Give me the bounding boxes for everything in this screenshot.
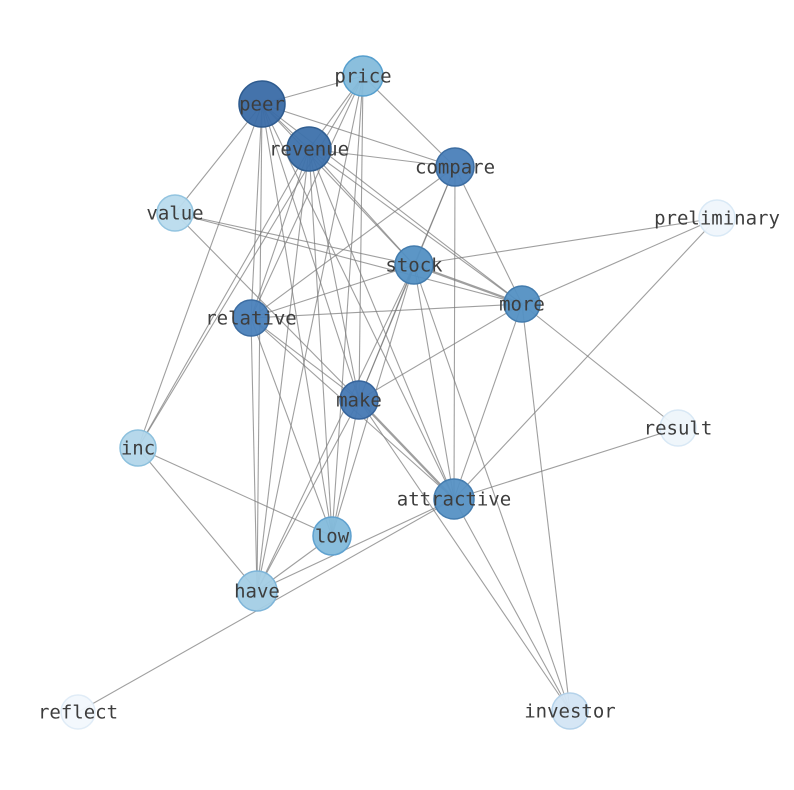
graph-node-label-inc: inc xyxy=(121,437,155,459)
graph-node-label-price: price xyxy=(334,65,391,87)
graph-node-make xyxy=(339,380,379,420)
graph-node-label-revenue: revenue xyxy=(269,138,349,160)
graph-edge-more-attractive xyxy=(453,303,523,500)
graph-edge-revenue-stock xyxy=(308,148,415,266)
graph-edge-peer-stock xyxy=(261,103,415,266)
graph-node-label-more: more xyxy=(499,293,545,315)
graph-edge-revenue-more xyxy=(308,148,523,305)
graph-edge-attractive-preliminary xyxy=(453,217,718,500)
graph-node-inc xyxy=(119,429,157,467)
graph-edge-make-low xyxy=(331,399,360,537)
graph-node-label-low: low xyxy=(315,525,350,547)
graph-node-label-peer: peer xyxy=(239,93,285,115)
graph-edge-value-make xyxy=(174,212,360,401)
graph-edge-inc-have xyxy=(137,447,258,592)
graph-edge-more-relative xyxy=(250,303,523,319)
graph-edge-relative-have xyxy=(250,317,258,592)
graph-edge-price-compare xyxy=(362,75,456,168)
graph-edge-relative-low xyxy=(250,317,333,537)
graph-edge-peer-have xyxy=(256,103,263,592)
graph-edge-make-attractive xyxy=(358,399,455,500)
graph-edge-more-preliminary xyxy=(521,217,718,305)
graph-edge-revenue-have xyxy=(256,148,310,592)
graph-edge-more-make xyxy=(358,303,523,401)
graph-node-label-relative: relative xyxy=(205,307,297,329)
graph-edge-compare-attractive xyxy=(453,166,456,500)
graph-node-investor xyxy=(551,692,589,730)
graph-labels-layer: price peer revenue compare value preliminary s… xyxy=(38,65,780,723)
graph-edge-stock-preliminary xyxy=(413,217,718,266)
graph-edge-compare-more xyxy=(454,166,523,305)
graph-edge-inc-low xyxy=(137,447,333,537)
graph-edge-make-investor xyxy=(358,399,571,712)
graph-node-value xyxy=(156,194,194,232)
graph-edge-revenue-compare xyxy=(308,148,456,168)
graph-nodes-layer xyxy=(60,55,736,730)
graph-edge-stock-make xyxy=(358,264,415,401)
graph-node-label-result: result xyxy=(644,417,713,439)
graph-edge-price-low xyxy=(331,75,364,537)
graph-node-more xyxy=(503,285,541,323)
graph-edge-more-investor xyxy=(521,303,571,712)
graph-node-stock xyxy=(394,245,434,285)
graph-edge-peer-low xyxy=(261,103,333,537)
graph-edge-peer-make xyxy=(261,103,360,401)
graph-edge-stock-attractive xyxy=(413,264,455,500)
graph-edge-relative-make xyxy=(250,317,360,401)
graph-node-preliminary xyxy=(698,199,736,237)
graph-edge-price-have xyxy=(256,75,364,592)
graph-edge-price-inc xyxy=(137,75,364,449)
graph-edge-revenue-relative xyxy=(250,148,310,319)
graph-edge-make-have xyxy=(256,399,360,592)
graph-edge-stock-have xyxy=(256,264,415,592)
graph-edge-attractive-investor xyxy=(453,498,571,712)
graph-node-price xyxy=(342,55,384,97)
graph-edge-price-make xyxy=(358,75,364,401)
graph-edge-attractive-result xyxy=(453,427,679,500)
graph-node-label-attractive: attractive xyxy=(397,488,511,510)
graph-edge-peer-inc xyxy=(137,103,263,449)
graph-node-label-have: have xyxy=(234,580,280,602)
graph-node-label-make: make xyxy=(336,389,382,411)
graph-node-label-investor: investor xyxy=(524,700,616,722)
graph-edge-compare-relative xyxy=(250,166,456,319)
graph-edge-peer-relative xyxy=(250,103,263,319)
graph-edge-attractive-have xyxy=(256,498,455,592)
graph-node-attractive xyxy=(433,478,475,520)
graph-edge-more-result xyxy=(521,303,679,429)
graph-edge-stock-relative xyxy=(250,264,415,319)
graph-edge-revenue-attractive xyxy=(308,148,455,500)
graph-node-reflect xyxy=(60,694,96,730)
graph-node-label-reflect: reflect xyxy=(38,701,118,723)
graph-node-label-compare: compare xyxy=(415,156,495,178)
graph-edge-peer-attractive xyxy=(261,103,455,500)
graph-node-have xyxy=(236,570,278,612)
graph-edge-stock-investor xyxy=(413,264,571,712)
graph-node-peer xyxy=(238,80,286,128)
graph-node-compare xyxy=(435,147,475,187)
graph-node-label-value: value xyxy=(146,202,203,224)
graph-node-label-preliminary: preliminary xyxy=(654,207,780,229)
graph-node-revenue xyxy=(286,126,332,172)
graph-node-result xyxy=(659,409,697,447)
graph-edge-revenue-inc xyxy=(137,148,310,449)
graph-edge-value-more xyxy=(174,212,523,305)
graph-node-relative xyxy=(232,299,270,337)
graph-edge-revenue-make xyxy=(308,148,360,401)
graph-node-label-stock: stock xyxy=(385,254,443,276)
graph-edge-value-stock xyxy=(174,212,415,266)
graph-edge-peer-compare xyxy=(261,103,456,168)
graph-edge-revenue-low xyxy=(308,148,333,537)
graph-node-low xyxy=(312,516,352,556)
graph-edges-layer xyxy=(77,75,718,713)
